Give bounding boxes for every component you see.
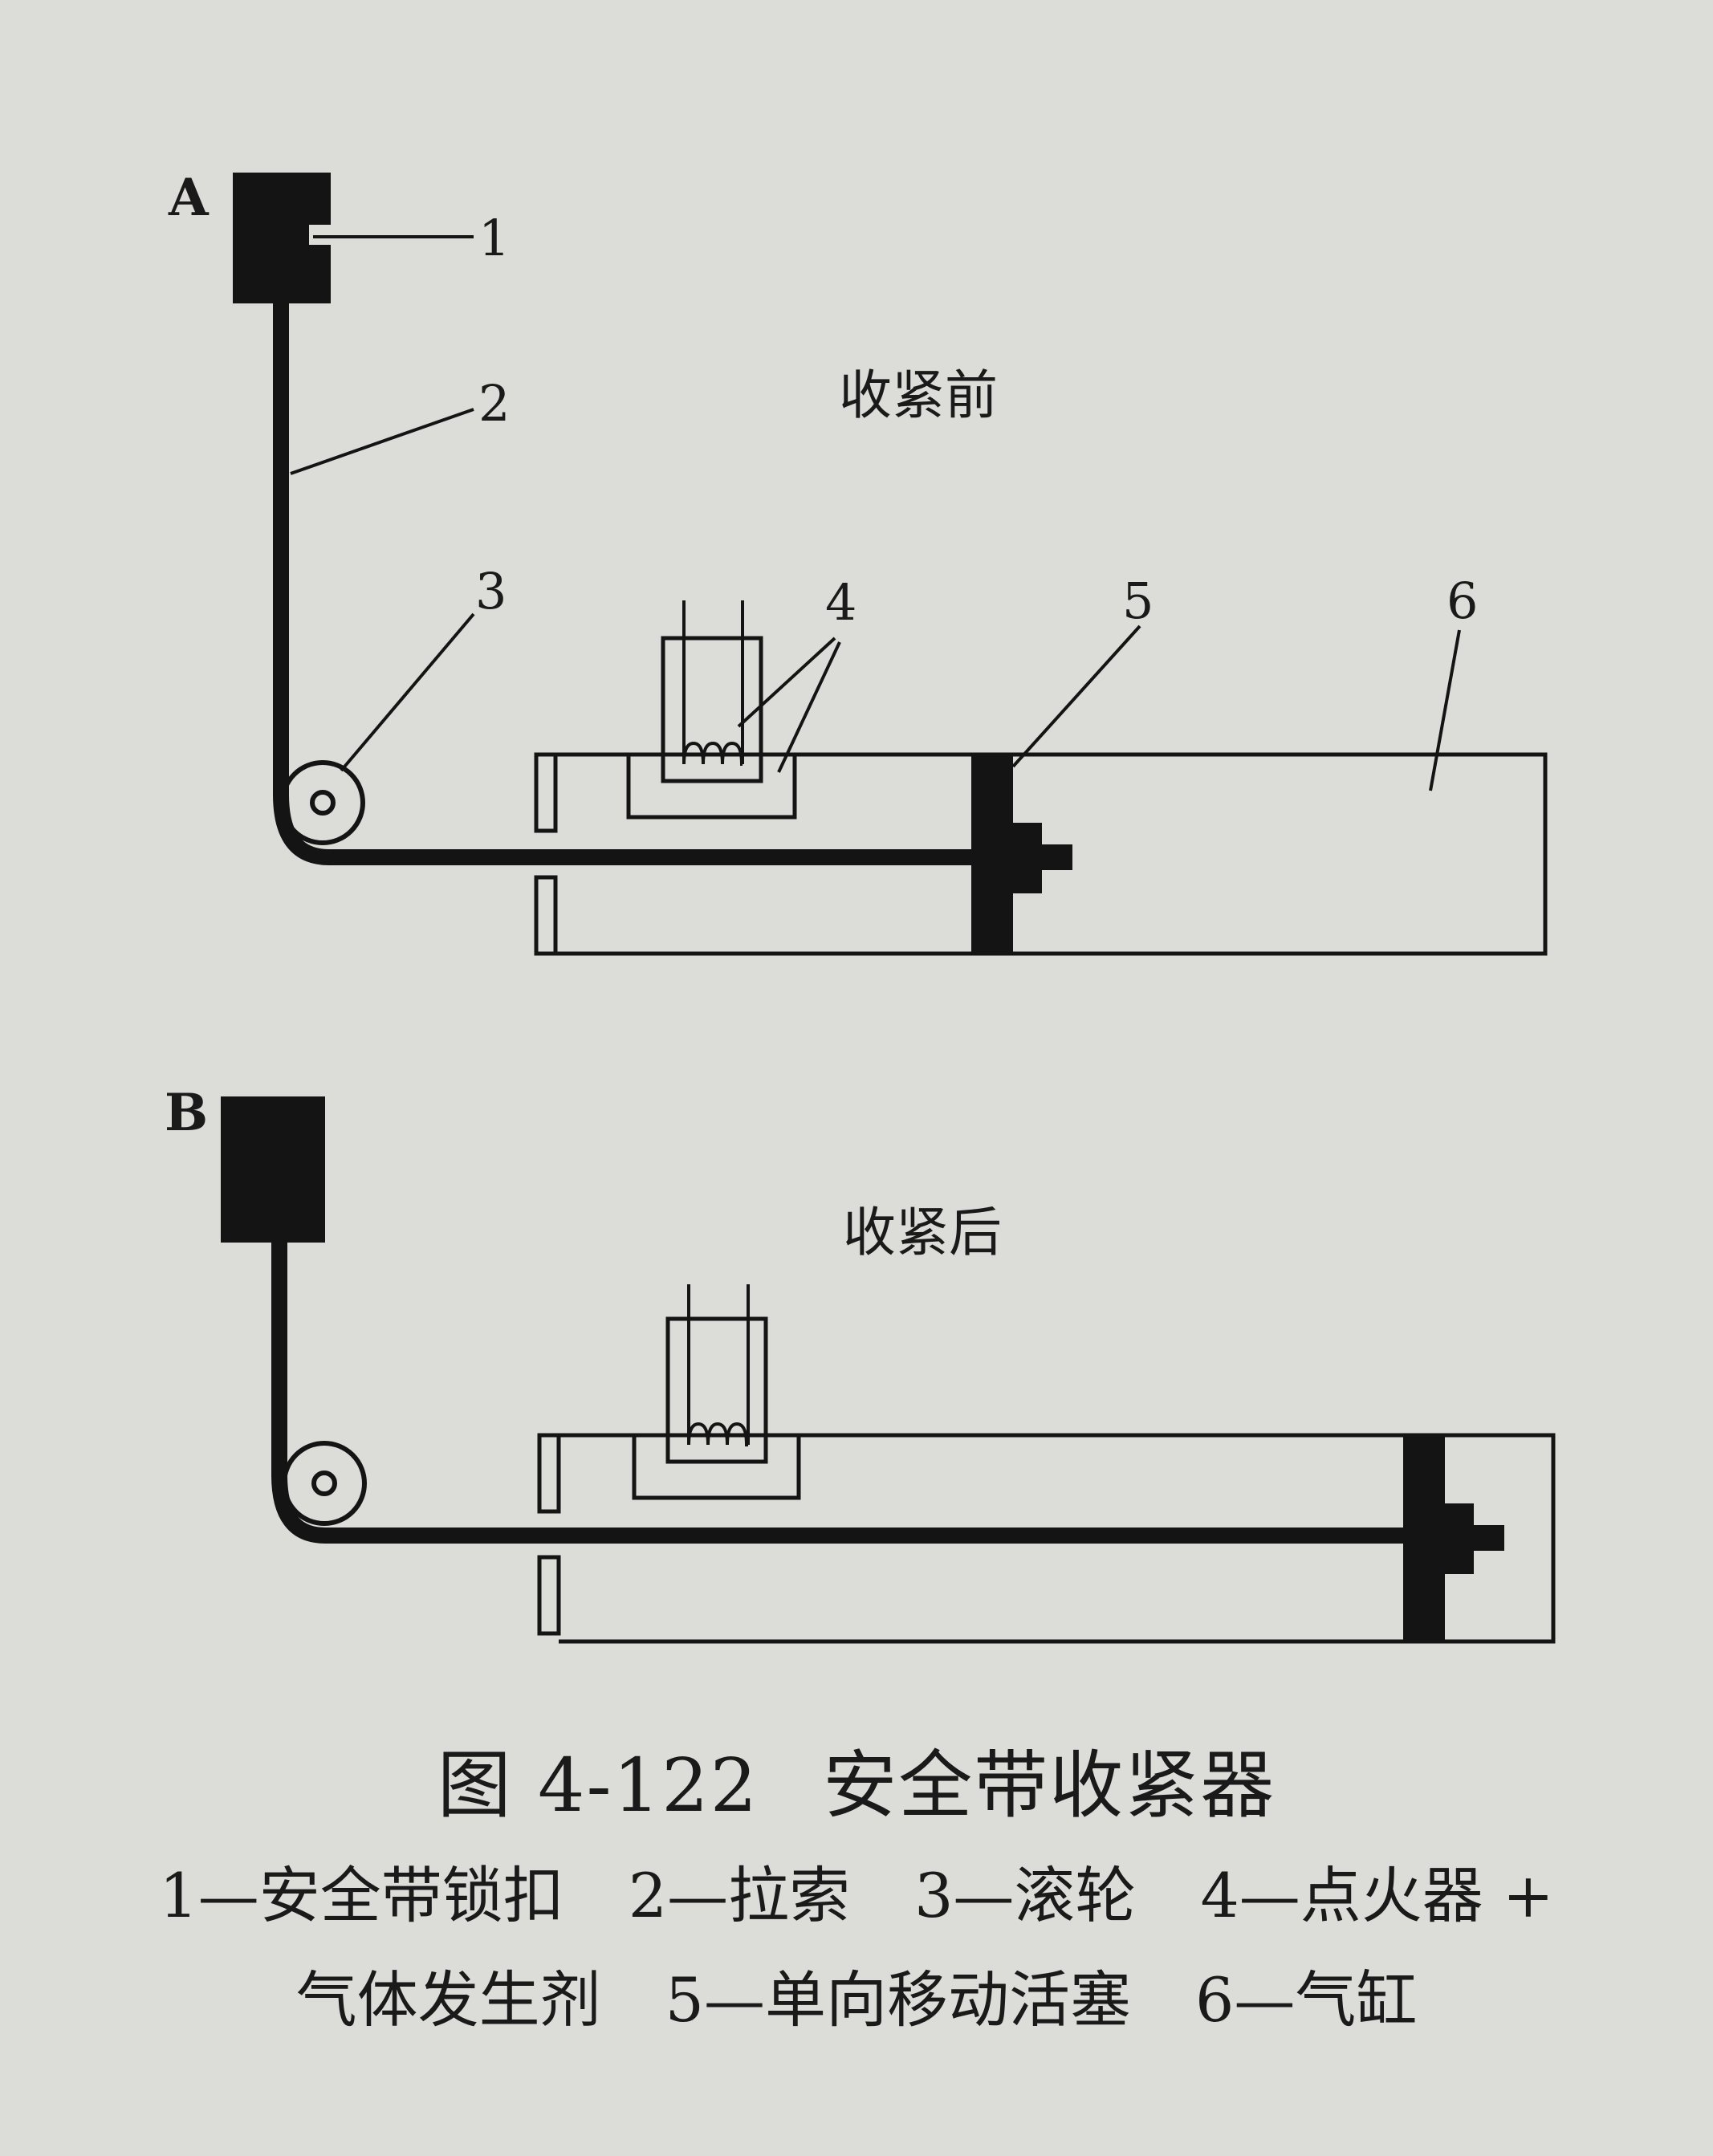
cable-b [271,1243,1429,1544]
piston-nub-b [1472,1525,1504,1551]
piston-a [971,755,1013,954]
gas-chamber-b [632,1435,801,1500]
leader-5-a [1011,624,1141,768]
figure-name: 安全带收紧器 [823,1743,1276,1829]
callout-6: 6 [1446,572,1478,630]
piston-b [1403,1435,1445,1641]
cylinder-b [559,1433,1556,1644]
leader-6-a [1429,629,1461,791]
igniter-body-a [661,636,763,783]
callout-3: 3 [475,562,507,620]
callout-5: 5 [1122,572,1154,630]
cylinder-a [555,752,1548,956]
gas-chamber-a [626,755,797,820]
pulley-axle-a [310,790,336,816]
leader-2-a [290,408,474,475]
legend-line-2: 气体发生剂 5—单向移动活塞 6—气缸 [0,1951,1713,2039]
leader-4b-a [777,641,841,773]
pulley-b [282,1441,367,1526]
panel-b-letter: B [165,1083,208,1143]
front-cap-lower-a [534,875,558,956]
callout-2: 2 [478,374,510,433]
panel-b: B 收紧后 [165,1083,1556,1644]
front-cap-upper-b [537,1433,561,1514]
legend-item-1: 1—安全带锁扣 [159,1860,564,1931]
figure-title: 图 4-122 安全带收紧器 [0,1726,1713,1833]
panel-a-state-label: 收紧前 [839,364,998,426]
piston-hub-b [1443,1503,1474,1574]
legend-item-6: 6—气缸 [1195,1964,1418,2036]
leader-3-a [340,612,475,772]
panel-a: A 收紧前 1 2 3 4 5 [168,168,1548,956]
legend-item-2: 2—拉索 [628,1860,851,1931]
front-cap-lower-b [537,1555,561,1636]
legend-item-4: 4—点火器 + [1200,1860,1554,1931]
pulley-axle-b [311,1471,337,1496]
legend-item-3: 3—滚轮 [914,1860,1137,1931]
buckle-a [233,173,331,303]
panel-b-state-label: 收紧后 [843,1202,1002,1263]
panel-a-letter: A [168,168,210,228]
legend-item-4-cont: 气体发生剂 [295,1964,601,2036]
callout-1: 1 [478,209,510,267]
figure-number: 图 4-122 [437,1743,759,1829]
legend-item-5: 5—单向移动活塞 [665,1964,1131,2036]
igniter-coil-b [687,1422,748,1446]
pulley-a [280,760,365,845]
leader-4a-a [737,637,836,728]
igniter-body-b [665,1316,768,1464]
piston-hub-a [1011,823,1042,893]
legend-line-1: 1—安全带锁扣 2—拉索 3—滚轮 4—点火器 + [0,1846,1713,1934]
igniter-coil-a [682,741,743,766]
piston-nub-a [1040,844,1072,870]
callout-4: 4 [825,573,856,632]
front-cap-upper-a [534,752,558,833]
buckle-b [221,1096,325,1243]
